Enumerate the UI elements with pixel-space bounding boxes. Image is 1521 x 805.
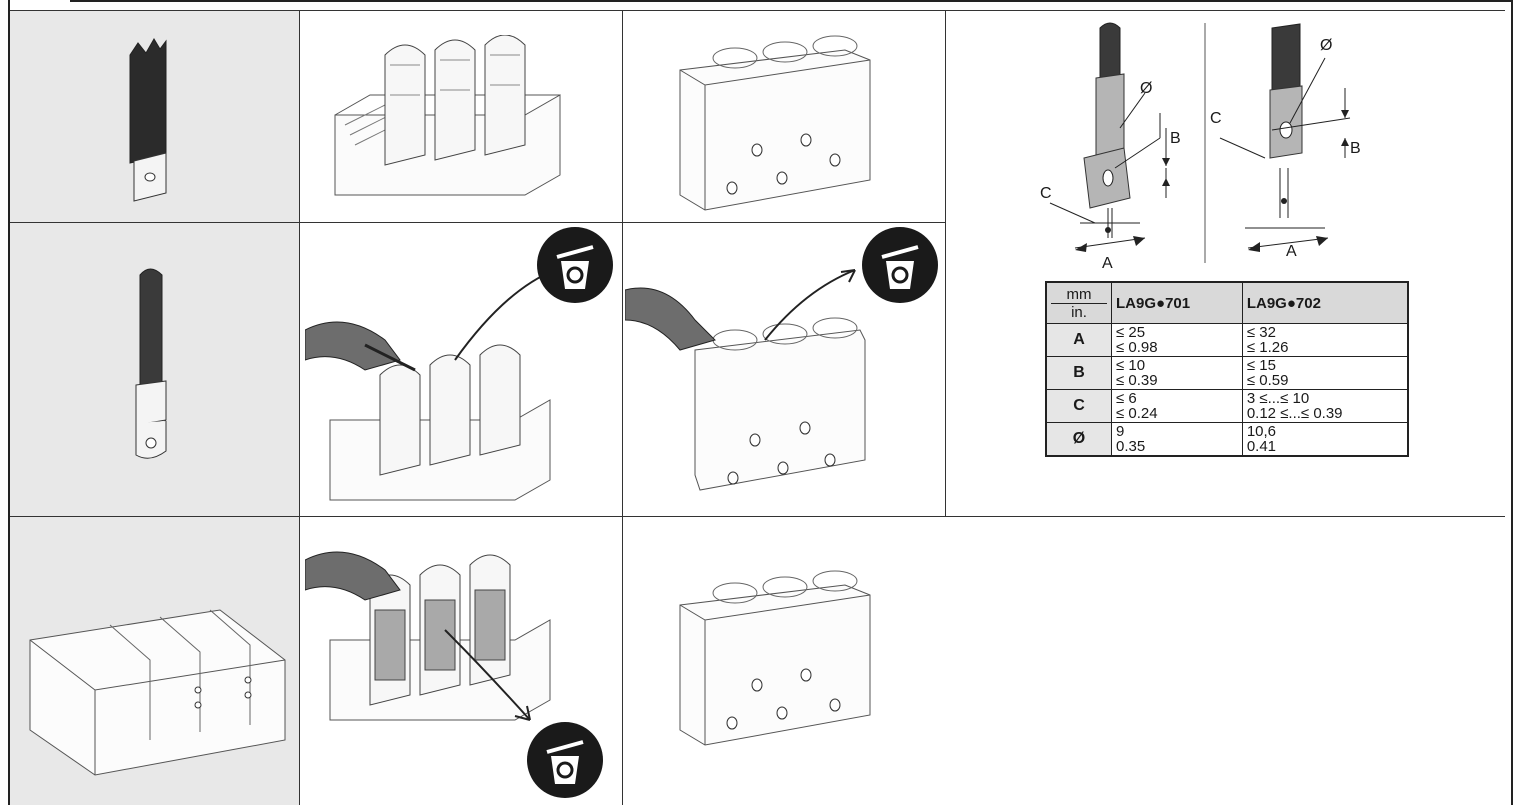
table-row: A ≤ 25≤ 0.98 ≤ 32≤ 1.26 [1045,323,1409,357]
lug-right-c-label: C [1210,110,1222,127]
lug-left-c-label: C [1040,185,1052,202]
table-cell: ≤ 10≤ 0.39 [1111,356,1243,390]
grid-line-row2 [10,516,1505,517]
diagram-frame [8,0,1513,805]
table-cell: ≤ 6≤ 0.24 [1111,389,1243,423]
terminal-shield-illustration [334,35,561,196]
table-row: B ≤ 10≤ 0.39 ≤ 15≤ 0.59 [1045,356,1409,390]
lug-left-b-label: B [1170,130,1181,147]
terminal-cover-illustration [679,35,871,211]
row-label: B [1045,356,1112,390]
row-label: Ø [1045,422,1112,457]
lug-right-diameter-label: Ø [1320,37,1332,54]
grid-line-col1 [299,10,300,805]
lug-left-diameter-label: Ø [1140,80,1152,97]
cable-lug-illustration [135,268,167,459]
table-cell: ≤ 25≤ 0.98 [1111,323,1243,357]
grid-line-col2 [622,10,623,805]
frame-top-rule [70,0,1513,2]
row-label: A [1045,323,1112,357]
busbar-illustration [129,38,167,202]
grid-line-col3 [945,10,946,516]
recycle-bin-icon [527,722,603,798]
lug-left-a-label: A [1102,255,1113,268]
recycle-bin-icon [862,227,938,303]
lug-right-b-label: B [1350,140,1361,157]
unit-in: in. [1071,303,1087,321]
terminal-block-illustration [29,609,286,776]
col-header-701: LA9G●701 [1111,281,1243,324]
lug-right-a-label: A [1286,243,1297,260]
row-label: C [1045,389,1112,423]
dimension-table: mm in. LA9G●701 LA9G●702 A ≤ 25≤ 0.98 ≤ … [1045,281,1409,457]
recycle-bin-icon [537,227,613,303]
cutting-cover-illustration [625,269,866,491]
unit-header: mm in. [1045,281,1112,324]
lug-dimension-drawings: Ø B C A Ø C B A [1040,22,1361,268]
grid-line-top [10,10,1505,11]
grid-line-row1 [10,222,945,223]
unit-mm: mm [1051,286,1107,304]
table-header-row: mm in. LA9G●701 LA9G●702 [1045,281,1409,324]
terminal-cover-final-illustration [679,570,871,746]
col-header-702: LA9G●702 [1241,281,1409,324]
cutting-insulator-illustration [305,551,551,721]
cutting-shield-illustration [305,269,556,501]
table-cell: ≤ 15≤ 0.59 [1241,356,1409,390]
table-cell: ≤ 32≤ 1.26 [1241,323,1409,357]
